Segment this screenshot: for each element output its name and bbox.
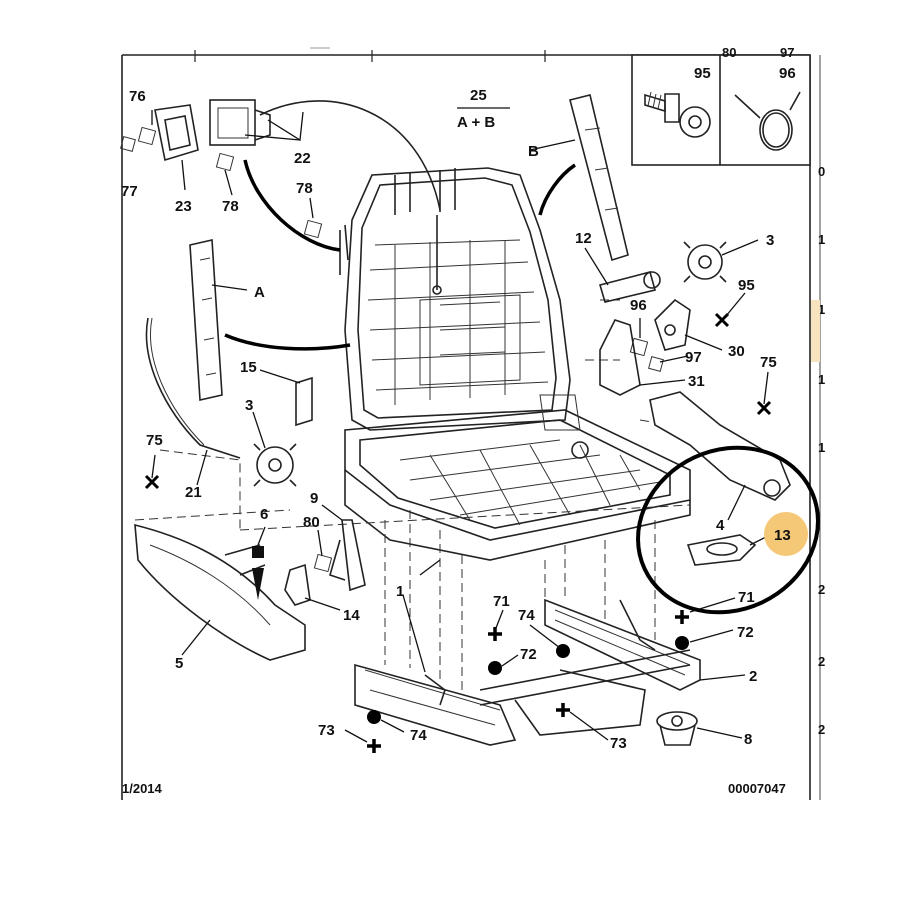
knob-3-upper [683, 241, 727, 283]
callout-74: 74 [518, 607, 535, 624]
highlight-ring [636, 445, 820, 615]
callout-15: 15 [240, 359, 257, 376]
edge-mark: 2 [818, 654, 825, 669]
plus-mark [144, 474, 160, 490]
callout-3: 3 [245, 397, 253, 414]
bolt-part [644, 91, 711, 138]
edge-mark: 1 [818, 372, 825, 387]
plus-mark [756, 400, 772, 416]
inset-cut-left: 80 [722, 45, 736, 60]
edge-mark: 1 [818, 232, 825, 247]
inset-label-right: 96 [779, 65, 796, 82]
side-trim-5 [134, 523, 306, 661]
plus-mark [367, 739, 381, 753]
plus-mark [556, 703, 570, 717]
seat-rails [354, 598, 701, 746]
bracket-23 [154, 104, 199, 162]
cap-14 [284, 563, 311, 606]
callout-30: 30 [728, 343, 745, 360]
callout-75: 75 [760, 354, 777, 371]
footer-ref: 00007047 [728, 781, 786, 796]
callout-12: 12 [575, 230, 592, 247]
group-sub: A + B [457, 114, 495, 131]
callout-5: 5 [175, 655, 183, 672]
edge-mark: 2 [818, 582, 825, 597]
highlight-badge [764, 512, 808, 556]
inset-box: 80 97 95 96 [631, 45, 811, 166]
wedge-6 [252, 546, 264, 600]
lever-30 [654, 298, 691, 351]
callout-71: 71 [738, 589, 755, 606]
callout-75: 75 [146, 432, 163, 449]
cable-21 [145, 317, 241, 459]
shaft-12 [598, 271, 661, 303]
handle-9 [329, 519, 366, 592]
cover-31 [599, 319, 641, 396]
seat-back-frame [339, 167, 571, 431]
callout-72: 72 [520, 646, 537, 663]
callout-21: 21 [185, 484, 202, 501]
callout-73: 73 [318, 722, 335, 739]
callout-97: 97 [685, 349, 702, 366]
inset-label-left: 95 [694, 65, 711, 82]
plus-mark [675, 610, 689, 624]
callout-80: 80 [303, 514, 320, 531]
inset-cut-right: 97 [780, 45, 794, 60]
callout-2: 2 [749, 668, 757, 685]
callout-74: 74 [410, 727, 427, 744]
fastener-marks [144, 312, 772, 753]
cables-and-leaders [224, 100, 577, 351]
group-number: 25 [470, 87, 487, 104]
spring-part [734, 91, 801, 151]
actuator-22 [209, 99, 271, 146]
arm-4 [649, 391, 791, 501]
edge-mark: 1 [818, 302, 825, 317]
callout-72: 72 [737, 624, 754, 641]
clip-parts [120, 126, 664, 573]
escutcheon-13 [686, 534, 757, 566]
edge-marks: 0 1 1 1 1 2 2 2 [811, 164, 825, 737]
pivot-8 [656, 711, 698, 746]
callout-77: 77 [121, 183, 138, 200]
callout-6: 6 [260, 506, 268, 523]
callout-1: 1 [396, 583, 404, 600]
callout-14: 14 [343, 607, 360, 624]
callout-78: 78 [296, 180, 313, 197]
edge-mark: 1 [818, 440, 825, 455]
knob-3-lower [253, 443, 297, 487]
edge-mark: 2 [818, 722, 825, 737]
callout-13: 13 [774, 527, 791, 544]
callout-76: 76 [129, 88, 146, 105]
callout-73: 73 [610, 735, 627, 752]
callout-8: 8 [744, 731, 752, 748]
dot-mark [488, 661, 502, 675]
rail-A [189, 239, 223, 401]
callout-95: 95 [738, 277, 755, 294]
callout-71: 71 [493, 593, 510, 610]
letter-B: B [528, 143, 539, 160]
clip-15 [295, 376, 313, 427]
footer-date: 1/2014 [122, 781, 163, 796]
plus-mark [488, 627, 502, 641]
callout-23: 23 [175, 198, 192, 215]
callout-96: 96 [630, 297, 647, 314]
callout-31: 31 [688, 373, 705, 390]
letter-A: A [254, 284, 265, 301]
leader-lines [151, 107, 771, 743]
callout-4: 4 [716, 517, 725, 534]
callout-22: 22 [294, 150, 311, 167]
callout-3: 3 [766, 232, 774, 249]
dot-mark [367, 710, 381, 724]
rail-B [569, 94, 629, 262]
dot-mark [675, 636, 689, 650]
callout-78: 78 [222, 198, 239, 215]
callout-9: 9 [310, 490, 318, 507]
edge-mark: 0 [818, 164, 825, 179]
